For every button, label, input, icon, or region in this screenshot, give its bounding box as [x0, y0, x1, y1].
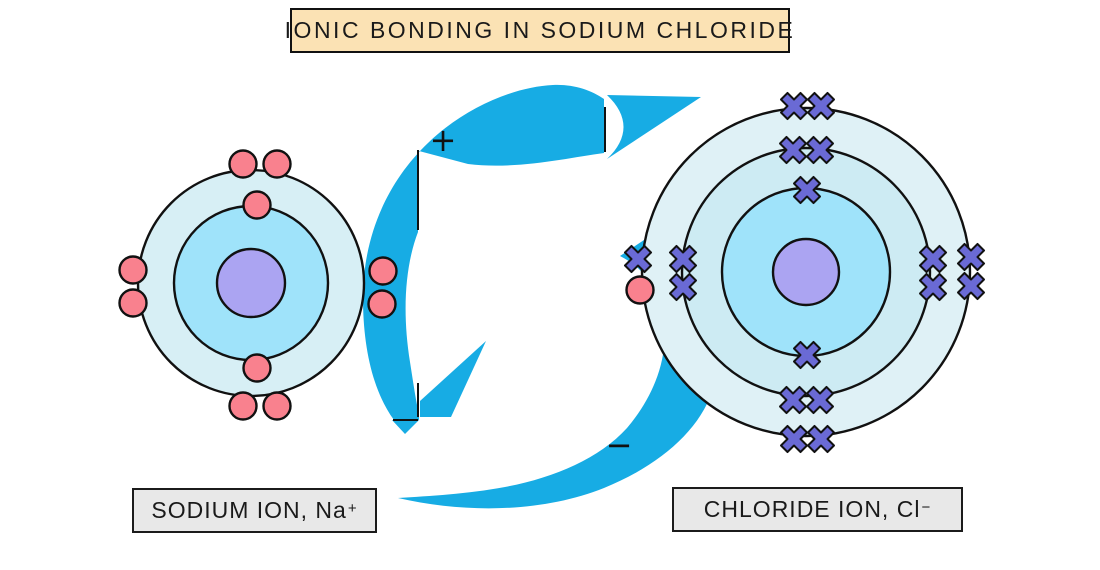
annotation-lines	[393, 107, 606, 421]
title-box: IONIC BONDING IN SODIUM CHLORIDE	[285, 8, 793, 53]
electron-cross	[778, 385, 808, 415]
electron-dot	[262, 149, 292, 179]
sodium-charge-superscript: +	[347, 500, 358, 517]
electron-dot	[242, 353, 272, 383]
electron-cross	[806, 424, 836, 454]
electron-cross	[918, 272, 948, 302]
minus-annotation: −	[606, 426, 633, 464]
electron-cross	[956, 242, 986, 272]
chloride-charge-superscript: −	[921, 499, 932, 516]
electron-cross	[806, 91, 836, 121]
electron-dot	[228, 391, 258, 421]
electron-cross	[779, 91, 809, 121]
electron-dot	[368, 256, 398, 286]
sodium-ion-atom	[118, 149, 398, 421]
electron-cross	[956, 271, 986, 301]
electron-cross	[668, 272, 698, 302]
electron-dot	[242, 190, 272, 220]
page-title: IONIC BONDING IN SODIUM CHLORIDE	[284, 17, 796, 43]
electron-cross	[792, 175, 822, 205]
arrow-top-left-body	[363, 84, 604, 420]
electron-cross	[805, 385, 835, 415]
electron-dot	[262, 391, 292, 421]
sodium-ion-label-text: SODIUM ION, Na	[151, 497, 347, 523]
sodium-ion-nucleus	[215, 247, 287, 319]
electron-cross	[792, 340, 822, 370]
electron-dot	[118, 288, 148, 318]
arrow-bottom-left-head-wing	[420, 341, 486, 417]
electron-dot	[367, 289, 397, 319]
atoms-layer	[118, 91, 986, 454]
arrow-top-right-arrowhead	[607, 95, 701, 159]
electron-dot	[228, 149, 258, 179]
chloride-ion-label: CHLORIDE ION, Cl−	[672, 487, 963, 532]
electron-dot	[625, 275, 655, 305]
sodium-ion-label: SODIUM ION, Na+	[132, 488, 377, 533]
electron-cross	[623, 244, 653, 274]
electron-cross	[668, 244, 698, 274]
plus-annotation: +	[430, 121, 457, 159]
electron-cross	[778, 135, 808, 165]
chloride-ion-label-text: CHLORIDE ION, Cl	[703, 496, 921, 522]
electron-cross	[779, 424, 809, 454]
chloride-ion-atom	[623, 91, 986, 454]
electron-cross	[805, 135, 835, 165]
transfer-arrows	[363, 84, 719, 509]
arrow-bottom-left-head-tip	[392, 420, 419, 434]
arrow-bottom-body	[398, 232, 719, 509]
electron-dot	[118, 255, 148, 285]
electron-cross	[918, 244, 948, 274]
chloride-ion-nucleus	[771, 237, 841, 307]
